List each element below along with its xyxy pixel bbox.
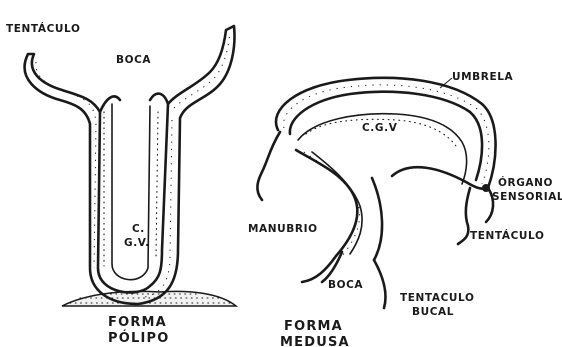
polyp-gut-lining [112,104,150,280]
label-boca-medusa: BOCA [328,279,363,291]
label-orgao-sensorial-1: ÓRGANO [498,176,553,189]
medusa-manubrium [296,150,382,260]
label-cgv-medusa: C.G.V [362,122,398,134]
label-manubrio: MANUBRIO [248,223,318,235]
label-tentaculo-bucal-2: BUCAL [412,306,454,318]
label-tentaculo-medusa: TENTÁCULO [470,229,544,242]
label-cgv-polyp-2: G.V. [124,237,150,249]
polyp-form [25,26,236,306]
label-orgao-sensorial-2: SENSORIAL [492,191,562,203]
medusa-form [257,78,495,308]
polyp-substrate [62,291,236,306]
label-cgv-polyp-1: C. [132,223,145,235]
medusa-marginal-tentacle-left [257,132,280,200]
medusa-marginal-tentacle-right [458,188,470,244]
medusa-sensory-organ [482,184,490,192]
title-medusa-2: MEDUSA [280,335,350,347]
title-medusa-1: FORMA [284,319,343,334]
label-tentaculo-polyp: TENTÁCULO [6,22,80,35]
label-umbrela: UMBRELA [452,71,514,83]
title-polipo-2: PÓLIPO [108,330,169,346]
polyp-body-wall [25,26,235,304]
label-boca-polyp: BOCA [116,54,151,66]
label-tentaculo-bucal-1: TENTACULO [400,292,474,304]
title-polipo-1: FORMA [108,315,167,330]
